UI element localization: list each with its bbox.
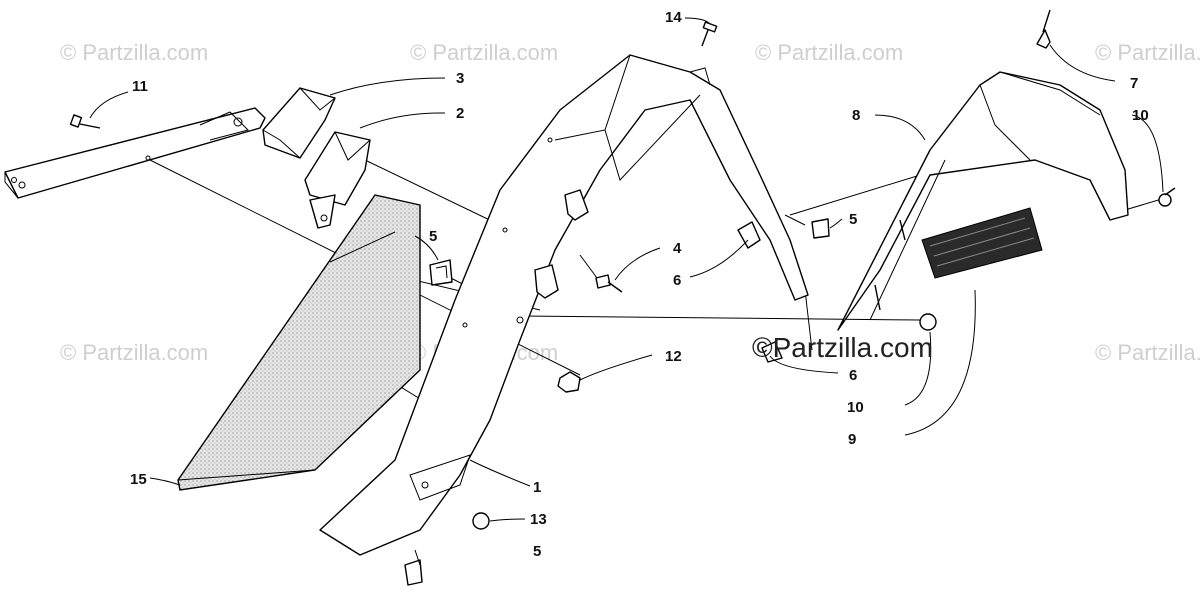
watermark-main: ©Partzilla.com <box>752 332 933 363</box>
callout-6: 6 <box>673 272 681 289</box>
nut-13 <box>472 512 490 530</box>
shroud-part-1 <box>319 54 809 556</box>
leader-lines <box>89 17 1164 566</box>
callout-3: 3 <box>456 70 464 87</box>
callout-5: 5 <box>429 228 437 245</box>
bolt-11 <box>69 114 101 129</box>
callout-13: 13 <box>530 511 547 528</box>
pin-4 <box>595 274 623 293</box>
bracket-part-2 <box>304 131 371 229</box>
console-cover-8 <box>837 71 1129 331</box>
rivet-7 <box>1036 9 1051 49</box>
watermark-text: © Partzilla.com <box>755 40 903 65</box>
pin-piece <box>874 219 906 311</box>
callout-15: 15 <box>130 471 147 488</box>
callout-5: 5 <box>533 543 541 560</box>
callout-8: 8 <box>852 107 860 124</box>
washer-10-b <box>919 313 937 331</box>
callout-9: 9 <box>848 431 856 448</box>
watermark-text: © Partzilla.com <box>60 340 208 365</box>
clip-6-a <box>737 221 761 249</box>
callout-10: 10 <box>1132 107 1149 124</box>
clip-6-b <box>761 341 783 363</box>
foam-pad-15 <box>177 194 421 491</box>
callout-12: 12 <box>665 348 682 365</box>
clip-5-b <box>811 218 830 239</box>
callout-4: 4 <box>673 240 682 257</box>
callout-labels: 1 2 3 4 5 5 5 6 6 7 8 9 10 10 11 12 13 1… <box>130 9 1149 560</box>
cover-part-3 <box>262 87 336 159</box>
nut-12 <box>557 371 581 393</box>
rail-bracket <box>4 107 266 199</box>
callout-10: 10 <box>847 399 864 416</box>
callout-6: 6 <box>849 367 857 384</box>
callout-14: 14 <box>665 9 682 26</box>
watermark-text: © Partzilla.com <box>1095 340 1200 365</box>
watermark-text: © Partzilla.com <box>1095 40 1200 65</box>
decal-9 <box>921 207 1043 279</box>
callout-1: 1 <box>533 479 541 496</box>
watermark-text: © Partzilla.com <box>60 40 208 65</box>
callout-7: 7 <box>1130 75 1138 92</box>
callout-5: 5 <box>849 211 857 228</box>
clip-5-c <box>404 559 423 586</box>
clip-5-a <box>429 259 453 286</box>
screw-10-a <box>1158 187 1176 207</box>
watermark-text: © Partzilla.com <box>410 40 558 65</box>
screw-14 <box>701 21 718 47</box>
callout-11: 11 <box>132 78 148 95</box>
callout-2: 2 <box>456 105 464 122</box>
